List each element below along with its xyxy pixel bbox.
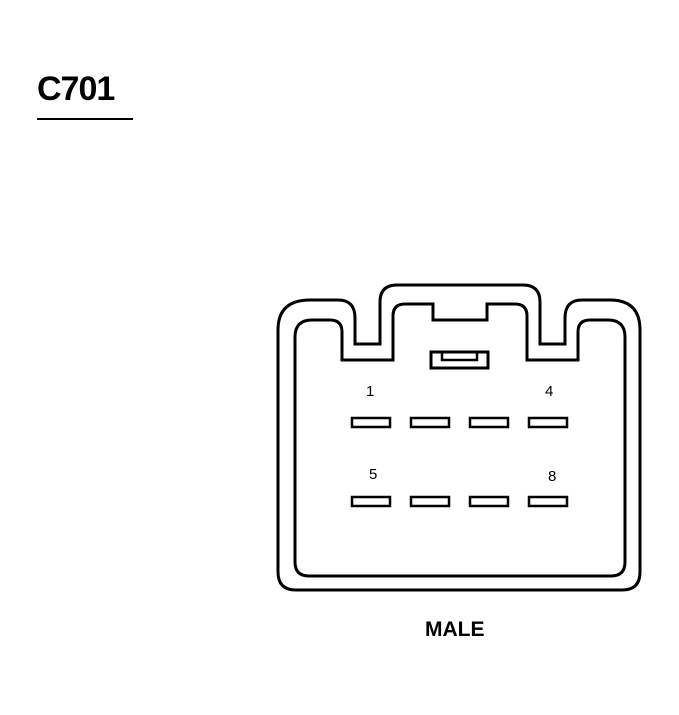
connector-id-underline bbox=[37, 118, 133, 120]
pin-terminals bbox=[350, 416, 569, 508]
pin-terminal-1 bbox=[350, 416, 392, 429]
pin-terminal-4 bbox=[527, 416, 569, 429]
pin-terminal-3 bbox=[468, 416, 510, 429]
pin-label-1: 1 bbox=[366, 383, 375, 400]
connector-gender-label: MALE bbox=[425, 618, 485, 641]
pin-label-8: 8 bbox=[548, 468, 557, 485]
pin-label-4: 4 bbox=[545, 383, 554, 400]
locking-tab-notch bbox=[440, 352, 479, 362]
housing-inner-outline bbox=[293, 302, 627, 578]
pin-label-5: 5 bbox=[369, 466, 378, 483]
housing-outer-outline bbox=[276, 283, 642, 592]
connector-id: C701 bbox=[37, 70, 115, 108]
pin-terminal-7 bbox=[468, 495, 510, 508]
pin-terminal-8 bbox=[527, 495, 569, 508]
pin-terminal-6 bbox=[409, 495, 451, 508]
locking-tab bbox=[429, 350, 490, 370]
pin-terminal-2 bbox=[409, 416, 451, 429]
pin-terminal-5 bbox=[350, 495, 392, 508]
